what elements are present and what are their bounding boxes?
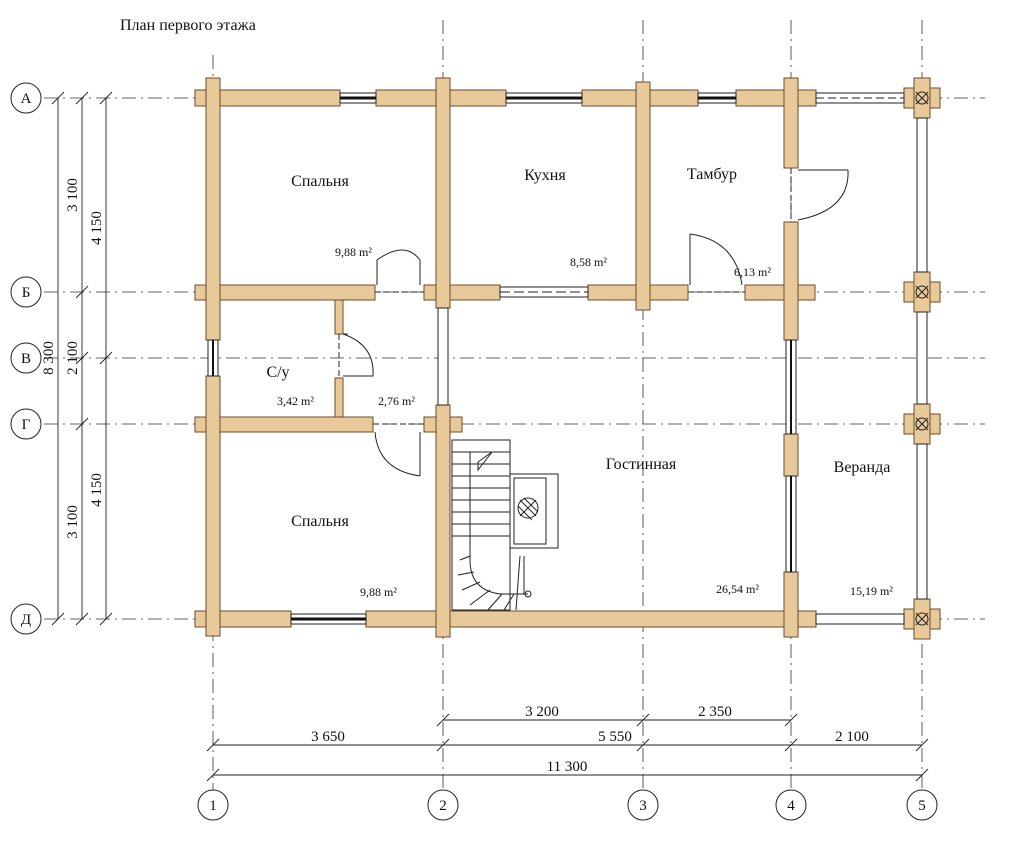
plan-title: План первого этажа — [120, 17, 256, 34]
area-living: 26,54 m² — [716, 582, 759, 596]
dim-left-inner-mid: 2 100 — [65, 341, 81, 375]
fireplace — [509, 473, 559, 549]
staircase — [451, 439, 532, 611]
dim-bottom-2-3: 3 200 — [525, 704, 559, 720]
axis-label-1: 1 — [209, 798, 217, 814]
axis-label-b: Б — [22, 285, 31, 301]
left-dimension-lines — [51, 91, 113, 626]
area-hall: 2,76 m² — [378, 394, 415, 408]
axis-label-5: 5 — [918, 798, 926, 814]
dim-bottom-1-2: 3 650 — [311, 729, 345, 745]
log-walls — [194, 77, 817, 638]
doors — [338, 168, 849, 477]
dim-bottom-3-4: 2 350 — [698, 704, 732, 720]
dim-left-outer-bottom: 4 150 — [89, 473, 105, 507]
room-label-veranda: Веранда — [834, 459, 891, 476]
column-axis-bubbles: 1 2 3 4 5 — [197, 789, 938, 821]
area-vestibule: 6,13 m² — [734, 265, 771, 279]
dim-bottom-4-5: 2 100 — [835, 729, 869, 745]
axis-label-v: В — [21, 351, 31, 367]
dim-left-inner-top: 3 100 — [65, 178, 81, 212]
dim-bottom-2-4: 5 550 — [598, 729, 632, 745]
row-axis-bubbles: А Б В Г Д — [10, 82, 42, 635]
room-label-bedroom-bottom: Спальня — [291, 513, 349, 530]
room-label-bedroom-top: Спальня — [291, 173, 349, 190]
axis-label-g: Г — [22, 417, 31, 433]
veranda-railings — [815, 92, 928, 625]
area-bedroom-top: 9,88 m² — [335, 245, 372, 259]
room-label-vestibule: Тамбур — [687, 166, 737, 183]
dim-left-total: 8 300 — [41, 341, 57, 375]
windows — [207, 92, 797, 625]
bottom-dimension-lines — [206, 713, 929, 782]
dim-left-inner-bottom: 3 100 — [65, 505, 81, 539]
area-veranda: 15,19 m² — [850, 584, 893, 598]
area-kitchen: 8,58 m² — [570, 255, 607, 269]
axis-label-d: Д — [21, 612, 31, 628]
dim-bottom-total: 11 300 — [547, 759, 588, 775]
dim-left-outer-top: 4 150 — [89, 211, 105, 245]
veranda-posts — [903, 77, 941, 640]
room-label-bathroom: С/у — [266, 364, 289, 381]
room-label-kitchen: Кухня — [524, 167, 566, 184]
room-label-living: Гостинная — [606, 456, 677, 473]
axis-label-a: А — [21, 91, 32, 107]
axis-label-4: 4 — [787, 798, 795, 814]
column-axis-lines — [212, 20, 923, 790]
area-bathroom: 3,42 m² — [277, 394, 314, 408]
area-bedroom-bottom: 9,88 m² — [360, 585, 397, 599]
axis-label-2: 2 — [439, 798, 447, 814]
axis-label-3: 3 — [639, 798, 647, 814]
